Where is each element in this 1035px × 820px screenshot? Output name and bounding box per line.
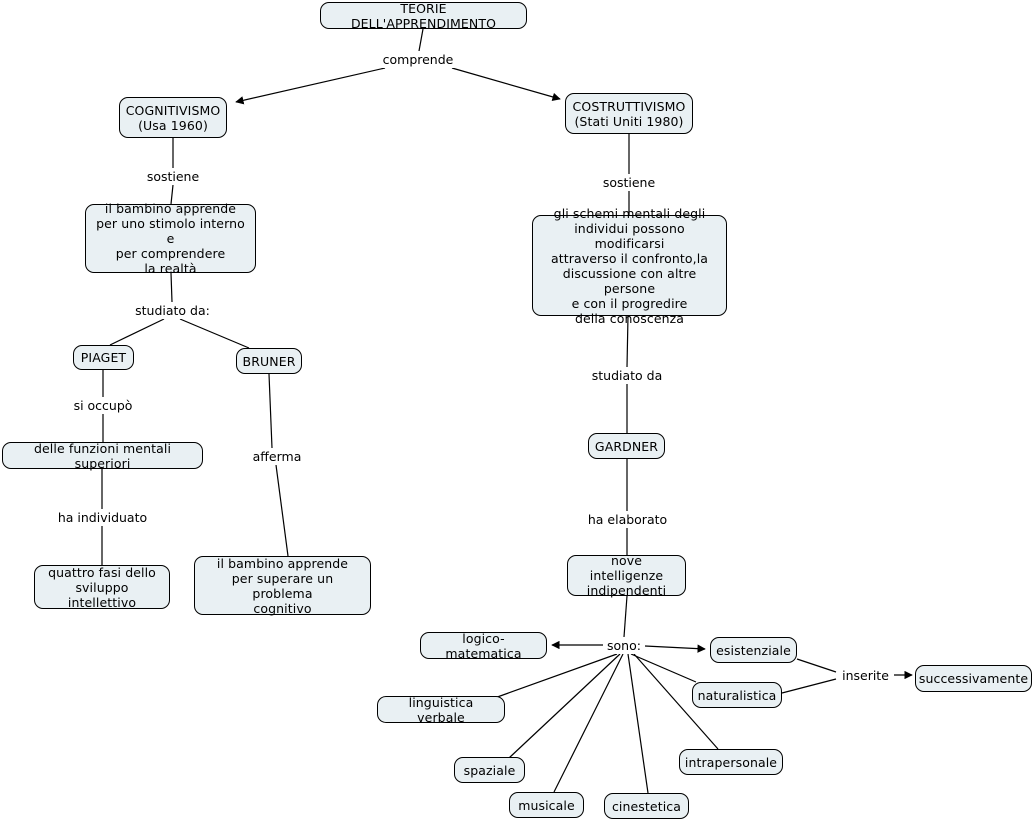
concept-node-musicale[interactable]: musicale	[509, 792, 584, 818]
link-label-studiato-da-dx: studiato da	[589, 367, 665, 384]
concept-node-gardner[interactable]: GARDNER	[588, 433, 665, 459]
concept-node-piaget[interactable]: PIAGET	[73, 345, 134, 370]
concept-node-cinestetica[interactable]: cinestetica	[604, 793, 689, 819]
edge-sono-to-naturalistica	[630, 653, 697, 683]
edge-studiato-da-sx-to-piaget	[109, 318, 165, 346]
edge-studiato-da-sx-to-bruner	[179, 318, 250, 349]
concept-node-naturalistica[interactable]: naturalistica	[692, 682, 782, 708]
concept-node-bruner[interactable]: BRUNER	[236, 348, 302, 374]
edge-afferma-to-bambino-problema	[275, 464, 289, 557]
link-label-inserite: inserite	[839, 667, 892, 684]
link-label-ha-elaborato: ha elaborato	[585, 511, 670, 528]
edge-sono-to-esistenziale	[644, 644, 706, 653]
edge-naturalistica-to-inserite	[781, 678, 837, 694]
concept-node-bambino-stimolo[interactable]: il bambino apprende per uno stimolo inte…	[85, 201, 256, 276]
edge-sono-to-musicale	[553, 653, 624, 793]
edge-comprende-to-cognitivismo	[235, 67, 386, 105]
concept-node-teorie[interactable]: TEORIE DELL'APPRENDIMENTO	[320, 1, 527, 31]
edge-group	[101, 28, 913, 794]
edge-sono-to-spaziale	[508, 653, 621, 759]
concept-node-bambino-problema[interactable]: il bambino apprende per superare un prob…	[194, 556, 371, 616]
edge-sono-to-linguistica-verbale	[488, 653, 618, 701]
link-label-si-occupo: si occupò	[68, 397, 138, 414]
concept-node-esistenziale[interactable]: esistenziale	[710, 637, 797, 663]
edge-comprende-to-costruttivismo	[451, 67, 561, 101]
edge-nove-intelligenze-to-sono	[623, 595, 628, 638]
edge-esistenziale-to-inserite	[796, 658, 837, 673]
link-label-sostiene-sx: sostiene	[142, 168, 204, 185]
concept-node-funzioni-mentali[interactable]: delle funzioni mentali superiori	[2, 441, 203, 471]
edge-bambino-stimolo-to-studiato-da-sx	[170, 272, 173, 303]
link-label-sostiene-dx: sostiene	[598, 174, 660, 191]
link-label-comprende: comprende	[381, 51, 455, 68]
concept-node-successivamente[interactable]: successivamente	[915, 665, 1032, 692]
link-label-ha-individuato: ha individuato	[55, 509, 150, 526]
concept-node-linguistica-verbale[interactable]: linguistica verbale	[377, 695, 505, 725]
concept-node-schemi-mentali[interactable]: gli schemi mentali degli individui posso…	[532, 206, 727, 326]
concept-node-cognitivismo[interactable]: COGNITIVISMO (Usa 1960)	[119, 97, 227, 138]
edge-bruner-to-afferma	[268, 373, 273, 449]
edge-sono-to-cinestetica	[627, 653, 649, 794]
link-label-sono: sono:	[603, 637, 645, 654]
link-label-studiato-da-sx: studiato da:	[133, 302, 212, 319]
link-label-afferma: afferma	[249, 448, 305, 465]
concept-node-logico-matematica[interactable]: logico-matematica	[420, 631, 547, 661]
concept-node-intrapersonale[interactable]: intrapersonale	[679, 749, 783, 775]
concept-node-spaziale[interactable]: spaziale	[454, 757, 525, 783]
concept-node-nove-intelligenze[interactable]: nove intelligenze indipendenti	[567, 553, 686, 598]
edge-teorie-to-comprende	[418, 28, 424, 52]
concept-node-costruttivismo[interactable]: COSTRUTTIVISMO (Stati Uniti 1980)	[565, 93, 693, 134]
concept-node-quattro-fasi[interactable]: quattro fasi dello sviluppo intellettivo	[34, 565, 170, 610]
